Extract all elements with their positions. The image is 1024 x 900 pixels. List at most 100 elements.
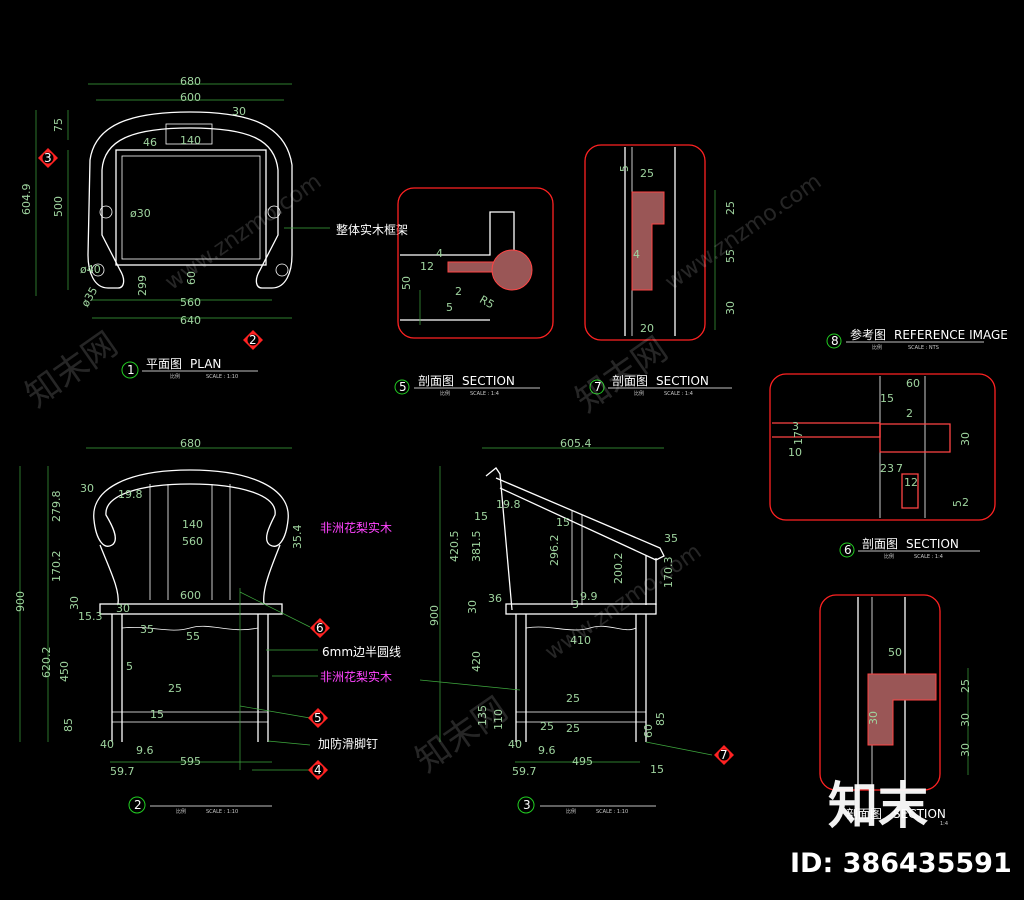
ref-title-en: REFERENCE IMAGE <box>894 328 1008 342</box>
s4-dim-0: 50 <box>888 646 902 659</box>
s7-title-num: 7 <box>594 380 602 394</box>
plan-dim-13: 560 <box>180 296 201 309</box>
s5-dim-1: 4 <box>436 247 443 260</box>
s4-dim-3: 30 <box>959 743 972 757</box>
front-dim-23: 595 <box>180 755 201 768</box>
ref-title-scale: SCALE : NTS <box>908 345 939 351</box>
side-dim-28: 15 <box>650 763 664 776</box>
side-dim-1: 19.8 <box>496 498 521 511</box>
watermark-side-3: 知末网 <box>408 689 514 780</box>
front-title-small: 比例 <box>176 808 186 815</box>
section-5-detail: 12 4 2 50 5 R5 5 剖面图 SECTION 比例 SCALE : … <box>394 187 554 397</box>
front-dim-0: 680 <box>180 437 201 450</box>
front-note-1: 6mm边半圆线 <box>322 645 401 659</box>
s5-dim-5: R5 <box>477 293 496 312</box>
s6-title-scale: SCALE : 1:4 <box>914 554 943 560</box>
s6-dim-4: 17 <box>792 431 805 445</box>
s6-dim-2: 3 <box>792 420 799 433</box>
front-dim-17: 450 <box>58 661 71 682</box>
side-elevation: 605.4 19.8 15 420.5 381.5 296.2 15 200.2… <box>419 437 734 815</box>
s7-dim-2: 4 <box>633 248 640 261</box>
plan-title-en: PLAN <box>190 357 221 371</box>
front-dim-8: 600 <box>180 589 201 602</box>
front-dim-12: 35 <box>140 623 154 636</box>
front-dim-14: 900 <box>14 591 27 612</box>
front-note-0: 非洲花梨实木 <box>320 520 392 535</box>
side-dim-6: 15 <box>556 516 570 529</box>
plan-dim-2: 30 <box>232 105 246 118</box>
s5-dim-3: 50 <box>400 276 413 290</box>
s4-title-scale: 1:4 <box>940 821 948 827</box>
side-dim-16: 420 <box>470 651 483 672</box>
s6-dim-6: 30 <box>959 432 972 446</box>
front-dim-19: 15 <box>150 708 164 721</box>
front-dim-22: 9.6 <box>136 744 154 757</box>
watermark-id: ID: 386435591 <box>790 848 1012 879</box>
side-dim-12: 3 <box>572 598 579 611</box>
front-dim-11: 15.3 <box>78 610 103 623</box>
front-dim-24: 59.7 <box>110 765 135 778</box>
section-4-detail: 50 25 30 30 30 剖面图 SECTION 1:4 <box>819 594 972 827</box>
side-marker-7: 7 <box>720 748 728 762</box>
section-6-detail: 60 15 3 2 17 10 30 23 7 12 5 2 6 剖面图 SEC… <box>769 373 996 560</box>
s6-dim-10: 5 <box>951 500 964 507</box>
side-dim-22: 60 <box>642 724 655 738</box>
front-marker-6: 6 <box>316 621 324 635</box>
s5-title-cn: 剖面图 <box>418 374 454 388</box>
front-dim-9: 30 <box>68 596 81 610</box>
side-dim-26: 59.7 <box>512 765 537 778</box>
front-dim-20: 85 <box>62 718 75 732</box>
side-dim-24: 40 <box>508 738 522 751</box>
s6-dim-1: 15 <box>880 392 894 405</box>
ref-title-small: 比例 <box>872 344 882 351</box>
plan-title-cn: 平面图 <box>146 357 182 371</box>
side-dim-7: 200.2 <box>612 553 625 585</box>
s5-title-small: 比例 <box>440 390 450 397</box>
side-dim-3: 420.5 <box>448 531 461 563</box>
plan-note: 整体实木框架 <box>336 222 408 237</box>
front-dim-5: 560 <box>182 535 203 548</box>
front-elevation: 680 30 19.8 279.8 140 560 35.4 170.2 600… <box>14 437 401 815</box>
plan-dim-9: ø40 <box>80 263 101 276</box>
side-dim-14: 900 <box>428 605 441 626</box>
s6-dim-9: 12 <box>904 476 918 489</box>
front-dim-4: 140 <box>182 518 203 531</box>
plan-title-scale: SCALE : 1:10 <box>206 374 238 380</box>
s7-dim-6: 20 <box>640 322 654 335</box>
s7-dim-0: 5 <box>618 165 631 172</box>
s6-title-small: 比例 <box>884 553 894 560</box>
plan-dim-11: ø35 <box>79 285 101 309</box>
side-dim-11: 30 <box>466 600 479 614</box>
s4-dim-2: 30 <box>959 713 972 727</box>
front-dim-10: 30 <box>116 602 130 615</box>
s6-dim-7: 23 <box>880 462 894 475</box>
s6-title-cn: 剖面图 <box>862 537 898 551</box>
s7-dim-1: 25 <box>640 167 654 180</box>
side-dim-17: 25 <box>566 692 580 705</box>
s5-title-scale: SCALE : 1:4 <box>470 391 499 397</box>
ref-title-cn: 参考图 <box>850 327 886 342</box>
plan-dim-10: 60 <box>185 271 198 285</box>
front-dim-13: 55 <box>186 630 200 643</box>
watermark-logo: 知末 <box>828 777 928 835</box>
plan-dim-5: 140 <box>180 134 201 147</box>
s6-title-en: SECTION <box>906 537 959 551</box>
s7-dim-4: 55 <box>724 249 737 263</box>
s6-dim-0: 60 <box>906 377 920 390</box>
side-dim-20: 25 <box>566 722 580 735</box>
side-dim-23: 25 <box>540 720 554 733</box>
front-note-3: 加防滑脚钉 <box>318 736 378 751</box>
front-dim-7: 170.2 <box>50 551 63 583</box>
plan-dim-0: 680 <box>180 75 201 88</box>
front-dim-18: 25 <box>168 682 182 695</box>
side-dim-19: 110 <box>492 709 505 730</box>
side-dim-25: 9.6 <box>538 744 556 757</box>
front-marker-5: 5 <box>314 711 322 725</box>
s6-title-num: 6 <box>844 543 852 557</box>
s6-dim-11: 2 <box>962 496 969 509</box>
front-dim-1: 30 <box>80 482 94 495</box>
front-dim-2: 19.8 <box>118 488 143 501</box>
plan-title-num: 1 <box>127 363 135 377</box>
plan-dim-1: 600 <box>180 91 201 104</box>
s6-dim-8: 7 <box>896 462 903 475</box>
